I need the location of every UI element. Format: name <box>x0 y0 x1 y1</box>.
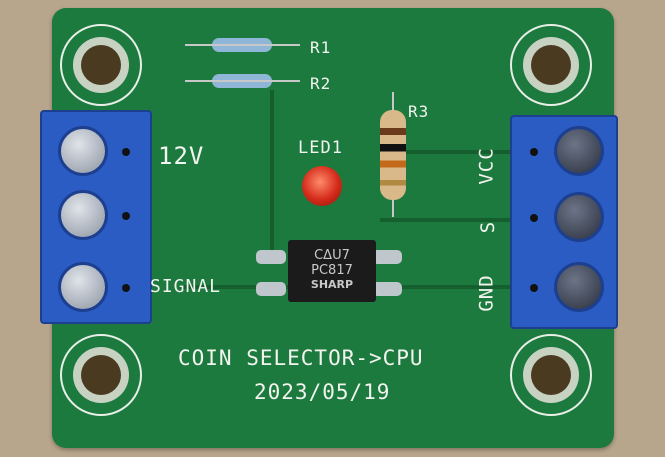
pin <box>122 284 130 292</box>
label-vcc: VCC <box>475 147 498 185</box>
board-date: 2023/05/19 <box>254 380 391 404</box>
lead-wire <box>185 80 300 82</box>
label-r1: R1 <box>310 38 332 57</box>
chip-lead <box>372 250 402 264</box>
mounting-hole <box>510 24 592 106</box>
label-signal: SIGNAL <box>150 276 222 297</box>
chip-lead <box>256 250 286 264</box>
screw <box>554 192 604 242</box>
optocoupler-chip: CΔU7 PC817 SHARP <box>288 240 376 302</box>
label-12v: 12V <box>158 142 205 170</box>
screw <box>58 190 108 240</box>
pin <box>530 148 538 156</box>
chip-marking-line3: SHARP <box>310 278 354 291</box>
trace <box>380 150 520 154</box>
screw <box>58 262 108 312</box>
label-r3: R3 <box>408 102 430 121</box>
pin <box>122 212 130 220</box>
label-led1: LED1 <box>298 138 343 158</box>
mounting-hole <box>60 334 142 416</box>
trace <box>380 218 520 222</box>
screw <box>554 262 604 312</box>
label-r2: R2 <box>310 74 332 93</box>
chip-lead <box>372 282 402 296</box>
pin <box>530 214 538 222</box>
mounting-hole <box>60 24 142 106</box>
chip-marking-line1: CΔU7 <box>314 248 350 263</box>
trace <box>270 90 274 250</box>
resistor-r3 <box>380 110 406 200</box>
label-gnd: GND <box>475 274 498 312</box>
pin <box>530 284 538 292</box>
mounting-hole <box>510 334 592 416</box>
chip-marking-line2: PC817 <box>311 263 353 278</box>
label-s: S <box>477 220 500 234</box>
lead-wire <box>185 44 300 46</box>
board-title: COIN SELECTOR->CPU <box>178 346 424 370</box>
led <box>302 166 342 206</box>
screw <box>58 126 108 176</box>
pin <box>122 148 130 156</box>
screw <box>554 126 604 176</box>
chip-lead <box>256 282 286 296</box>
